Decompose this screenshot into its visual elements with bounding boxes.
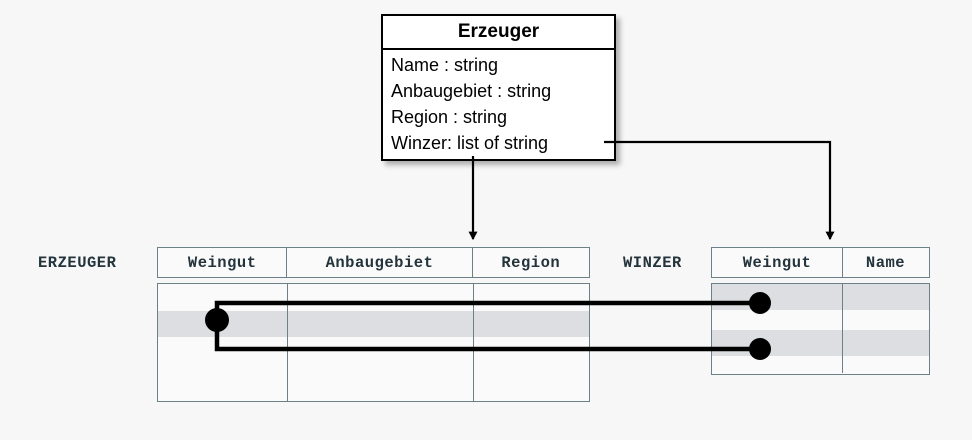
table-cell-weingut[interactable] <box>158 364 288 401</box>
table-cell-anbaugebiet[interactable] <box>288 284 474 311</box>
uml-attribute-anbaugebiet: Anbaugebiet : string <box>391 80 552 101</box>
uml-attribute-winzer: Winzer: list of string <box>391 133 549 154</box>
table-label-winzer: WINZER <box>623 254 682 272</box>
table-row[interactable] <box>712 284 929 310</box>
table-label-erzeuger: ERZEUGER <box>38 254 117 272</box>
table-cell-region[interactable] <box>474 284 589 311</box>
column-header-anbaugebiet: Anbaugebiet <box>287 248 473 277</box>
table-cell-anbaugebiet[interactable] <box>288 364 474 401</box>
table-row[interactable] <box>158 311 589 337</box>
table-cell-name[interactable] <box>843 356 928 373</box>
table-header-winzer: Weingut Name <box>711 247 930 278</box>
table-cell-weingut[interactable] <box>158 311 288 337</box>
table-cell-anbaugebiet[interactable] <box>288 311 474 337</box>
column-header-weingut: Weingut <box>712 248 843 277</box>
table-cell-region[interactable] <box>474 364 589 401</box>
table-cell-weingut[interactable] <box>158 284 288 311</box>
table-row[interactable] <box>712 310 929 330</box>
table-body-winzer <box>711 283 930 375</box>
table-cell-name[interactable] <box>843 330 928 356</box>
table-row[interactable] <box>158 364 589 401</box>
table-cell-weingut[interactable] <box>158 337 288 364</box>
table-body-erzeuger <box>157 283 590 402</box>
table-cell-region[interactable] <box>474 311 589 337</box>
table-cell-weingut[interactable] <box>712 356 843 373</box>
uml-class-title: Erzeuger <box>383 16 614 50</box>
table-cell-weingut[interactable] <box>712 284 843 310</box>
uml-attribute-name: Name : string <box>391 54 499 75</box>
mapping-arrow-winzer <box>604 140 835 241</box>
table-cell-name[interactable] <box>843 310 928 330</box>
table-row[interactable] <box>712 356 929 373</box>
table-row[interactable] <box>712 330 929 356</box>
table-cell-weingut[interactable] <box>712 310 843 330</box>
uml-attribute-region: Region : string <box>391 107 508 128</box>
column-header-region: Region <box>501 253 561 272</box>
table-row[interactable] <box>158 337 589 364</box>
table-cell-weingut[interactable] <box>712 330 843 356</box>
table-cell-anbaugebiet[interactable] <box>288 337 474 364</box>
uml-class-box-erzeuger: Erzeuger Name : string Anbaugebiet : str… <box>381 14 616 162</box>
table-cell-region[interactable] <box>474 337 589 364</box>
column-header-weingut: Weingut <box>158 248 288 277</box>
table-cell-name[interactable] <box>843 284 928 310</box>
uml-attribute-list: Name : string Anbaugebiet : string Regio… <box>383 50 614 159</box>
table-row[interactable] <box>158 284 589 311</box>
table-header-erzeuger: Weingut Anbaugebiet Region <box>157 247 590 278</box>
column-header-name: Name <box>865 253 906 272</box>
